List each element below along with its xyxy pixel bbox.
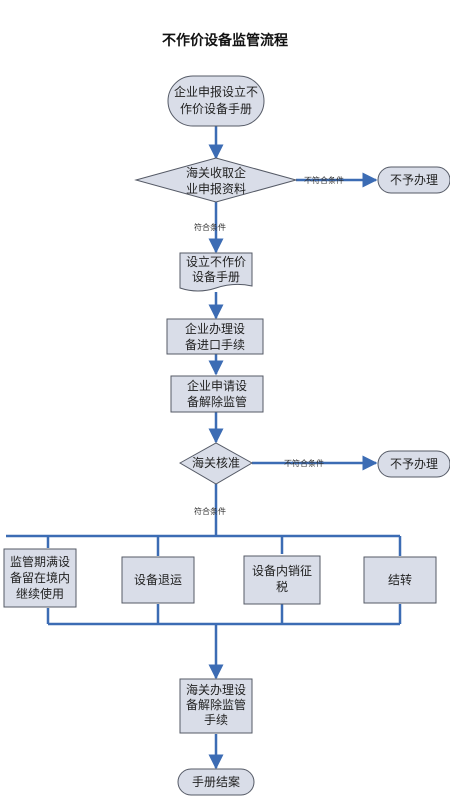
node-text-line: 海关核准	[192, 455, 240, 470]
svg-text:监管期满设备留在境内继续使用: 监管期满设备留在境内继续使用	[10, 554, 70, 601]
node-text-line: 备进口手续	[185, 338, 245, 352]
node-apply-release: 企业申请设备解除监管	[170, 375, 264, 413]
node-text-line: 企业申请设	[187, 378, 247, 393]
node-text-line: 监管期满设	[10, 554, 70, 569]
node-text-line: 备留在境内	[10, 570, 70, 585]
svg-text:企业申请设备解除监管: 企业申请设备解除监管	[187, 378, 247, 409]
node-text-line: 作价设备手册	[180, 102, 252, 116]
node-customs-receive: 海关收取企业申报资料	[134, 157, 298, 203]
svg-text:设备内销征税: 设备内销征税	[252, 564, 312, 594]
node-text-line: 业申报资料	[186, 181, 246, 196]
node-start: 企业申报设立不作价设备手册	[167, 75, 265, 127]
svg-text:设立不作价设备手册: 设立不作价设备手册	[186, 254, 246, 284]
edge-label-not-qualified-2: 不符合条件	[284, 458, 324, 468]
page-title: 不作价设备监管流程	[162, 33, 288, 49]
node-text-line: 企业申报设立不	[174, 84, 258, 99]
svg-text:手册结案: 手册结案	[192, 774, 240, 789]
node-option-return: 设备退运	[121, 556, 195, 604]
node-text-line: 手续	[204, 713, 228, 727]
svg-text:不予办理: 不予办理	[390, 456, 438, 471]
node-option-domestic: 设备内销征税	[243, 555, 321, 605]
connectors	[6, 126, 402, 770]
node-customs-approve: 海关核准	[178, 442, 254, 485]
node-end: 手册结案	[177, 768, 255, 796]
node-import-proc: 企业办理设备进口手续	[166, 318, 264, 355]
node-text-line: 海关办理设	[186, 682, 246, 697]
node-option-transfer: 结转	[363, 556, 437, 604]
node-text-line: 继续使用	[16, 586, 64, 601]
edge-label-qualified-1: 符合条件	[194, 222, 226, 232]
node-text-line: 结转	[388, 572, 412, 587]
node-text-line: 不予办理	[390, 456, 438, 471]
node-text-line: 设立不作价	[186, 254, 246, 269]
node-reject-2: 不予办理	[377, 450, 450, 478]
svg-text:海关办理设备解除监管手续: 海关办理设备解除监管手续	[186, 682, 246, 727]
svg-text:企业申报设立不作价设备手册: 企业申报设立不作价设备手册	[174, 84, 258, 116]
node-text-line: 设备手册	[192, 270, 240, 284]
svg-text:结转: 结转	[388, 572, 412, 587]
node-text-line: 不予办理	[390, 172, 438, 187]
node-reject-1: 不予办理	[377, 166, 450, 194]
svg-text:企业办理设备进口手续: 企业办理设备进口手续	[185, 321, 245, 352]
node-text-line: 海关收取企	[186, 165, 246, 180]
node-text-line: 企业办理设	[185, 321, 245, 336]
svg-text:海关核准: 海关核准	[192, 455, 240, 470]
node-text-line: 备解除监管	[187, 394, 247, 409]
node-setup-manual: 设立不作价设备手册	[179, 252, 253, 292]
node-text-line: 设备内销征	[252, 564, 312, 578]
node-text-line: 手册结案	[192, 774, 240, 789]
svg-text:不予办理: 不予办理	[390, 172, 438, 187]
node-text-line: 备解除监管	[186, 697, 246, 712]
node-option-stay: 监管期满设备留在境内继续使用	[3, 548, 77, 608]
node-text-line: 税	[276, 580, 288, 594]
edge-label-not-qualified-1: 不符合条件	[304, 175, 344, 185]
svg-text:海关收取企业申报资料: 海关收取企业申报资料	[186, 165, 246, 196]
svg-text:设备退运: 设备退运	[134, 573, 182, 587]
edge-label-qualified-2: 符合条件	[194, 506, 226, 516]
node-customs-release: 海关办理设备解除监管手续	[179, 678, 253, 734]
node-text-line: 设备退运	[134, 573, 182, 587]
